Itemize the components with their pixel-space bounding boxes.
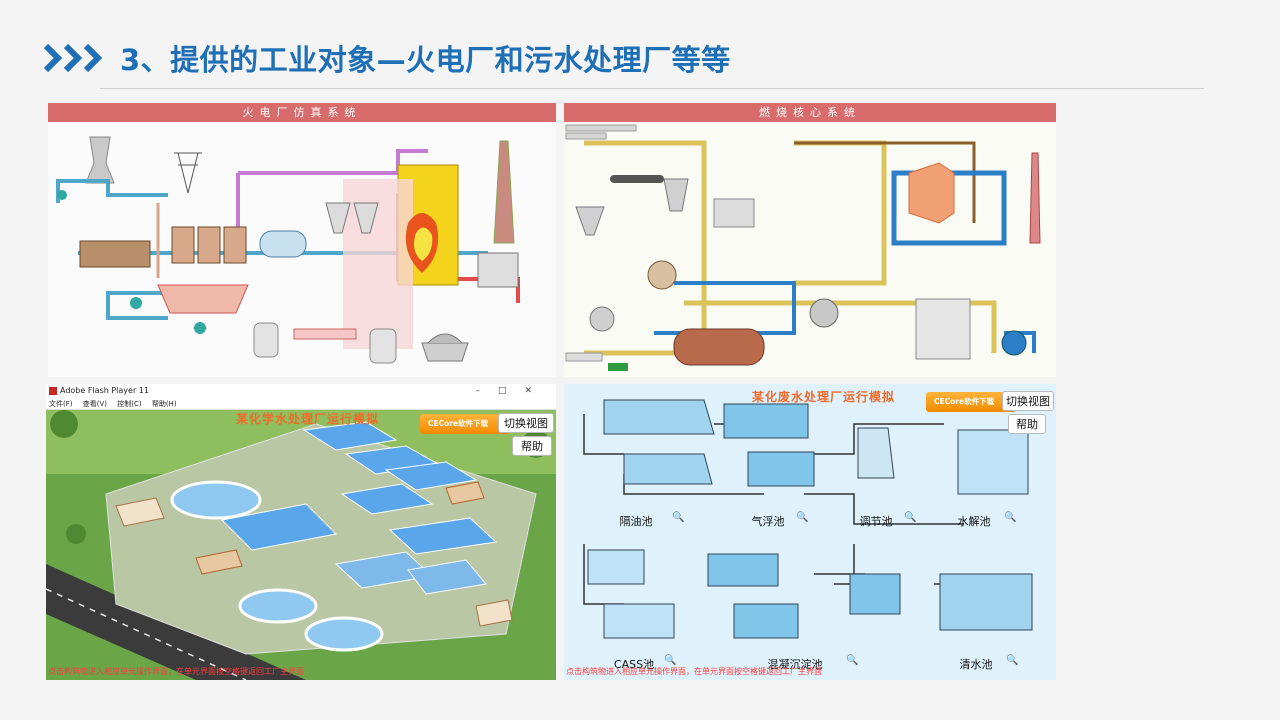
flash-footnote: 点击构筑物进入相应单元操作界面，在单元界面按空格键返回工厂主界面 bbox=[48, 667, 304, 676]
menu-view[interactable]: 查看(V) bbox=[82, 400, 107, 408]
menu-control[interactable]: 控制(C) bbox=[117, 400, 142, 408]
cecore-download-label: CECore软件下载 bbox=[428, 419, 489, 428]
slide-title: 3、提供的工业对象—火电厂和污水处理厂等等 bbox=[120, 43, 731, 77]
flash-menubar: 文件(F) 查看(V) 控制(C) 帮助(H) bbox=[46, 398, 556, 410]
magnifier-icon[interactable]: 🔍 bbox=[664, 655, 677, 666]
sewage-footnote: 点击构筑物进入相应单元操作界面，在单元界面按空格键返回工厂主界面 bbox=[566, 667, 822, 676]
flash-sewage-panel[interactable]: Adobe Flash Player 11 –□✕ 文件(F) 查看(V) 控制… bbox=[46, 384, 556, 680]
flash-app-icon bbox=[49, 387, 57, 395]
combustion-diagram bbox=[565, 124, 1041, 371]
unit-coagulation[interactable]: 混凝沉淀池 bbox=[767, 658, 823, 671]
help-button[interactable]: 帮助 bbox=[512, 436, 552, 456]
power-plant-diagram bbox=[56, 136, 520, 364]
unit-hydrolysis[interactable]: 水解池 bbox=[957, 515, 991, 528]
window-controls[interactable]: –□✕ bbox=[475, 386, 550, 396]
cecore-download-label: CECore软件下载 bbox=[934, 397, 995, 406]
power-plant-banner: 火电厂仿真系统 bbox=[48, 103, 556, 122]
flash-window-titlebar: Adobe Flash Player 11 –□✕ bbox=[46, 384, 556, 398]
unit-cass[interactable]: CASS池 bbox=[613, 658, 655, 671]
unit-oil-separator[interactable]: 隔油池 bbox=[619, 515, 653, 528]
header-divider bbox=[100, 88, 1204, 89]
unit-flotation[interactable]: 气浮池 bbox=[751, 515, 785, 528]
magnifier-icon[interactable]: 🔍 bbox=[846, 655, 859, 666]
sewage-sim-panel[interactable]: 某化废水处理厂运行模拟 CECore软件下载 ⬇ 切换视图 帮助 隔油池 🔍 气… bbox=[564, 384, 1056, 680]
help-button[interactable]: 帮助 bbox=[1008, 414, 1046, 434]
magnifier-icon[interactable]: 🔍 bbox=[1006, 655, 1019, 666]
magnifier-icon[interactable]: 🔍 bbox=[904, 512, 917, 523]
switch-view-button[interactable]: 切换视图 bbox=[1002, 391, 1054, 411]
cecore-download-button[interactable]: CECore软件下载 ⬇ bbox=[420, 414, 511, 434]
power-plant-panel[interactable]: 火电厂仿真系统 bbox=[48, 103, 556, 377]
flash-overlay-title: 某化学水处理厂运行模拟 bbox=[236, 412, 380, 426]
combustion-banner: 燃烧核心系统 bbox=[564, 103, 1056, 122]
magnifier-icon[interactable]: 🔍 bbox=[1004, 512, 1017, 523]
menu-file[interactable]: 文件(F) bbox=[49, 400, 73, 408]
menu-help[interactable]: 帮助(H) bbox=[151, 400, 177, 408]
sewage-overlay-title: 某化废水处理厂运行模拟 bbox=[752, 390, 896, 404]
sewage-process-diagram bbox=[583, 399, 1033, 639]
slide-header: 3、提供的工业对象—火电厂和污水处理厂等等 bbox=[44, 38, 731, 78]
triple-chevron-icon bbox=[44, 43, 103, 73]
combustion-panel[interactable]: 燃烧核心系统 bbox=[564, 103, 1056, 377]
magnifier-icon[interactable]: 🔍 bbox=[672, 512, 685, 523]
flash-window-title: Adobe Flash Player 11 bbox=[60, 386, 149, 395]
switch-view-button[interactable]: 切换视图 bbox=[498, 413, 554, 433]
magnifier-icon[interactable]: 🔍 bbox=[796, 512, 809, 523]
unit-clear-water[interactable]: 清水池 bbox=[959, 658, 993, 671]
unit-regulating[interactable]: 调节池 bbox=[859, 515, 893, 528]
